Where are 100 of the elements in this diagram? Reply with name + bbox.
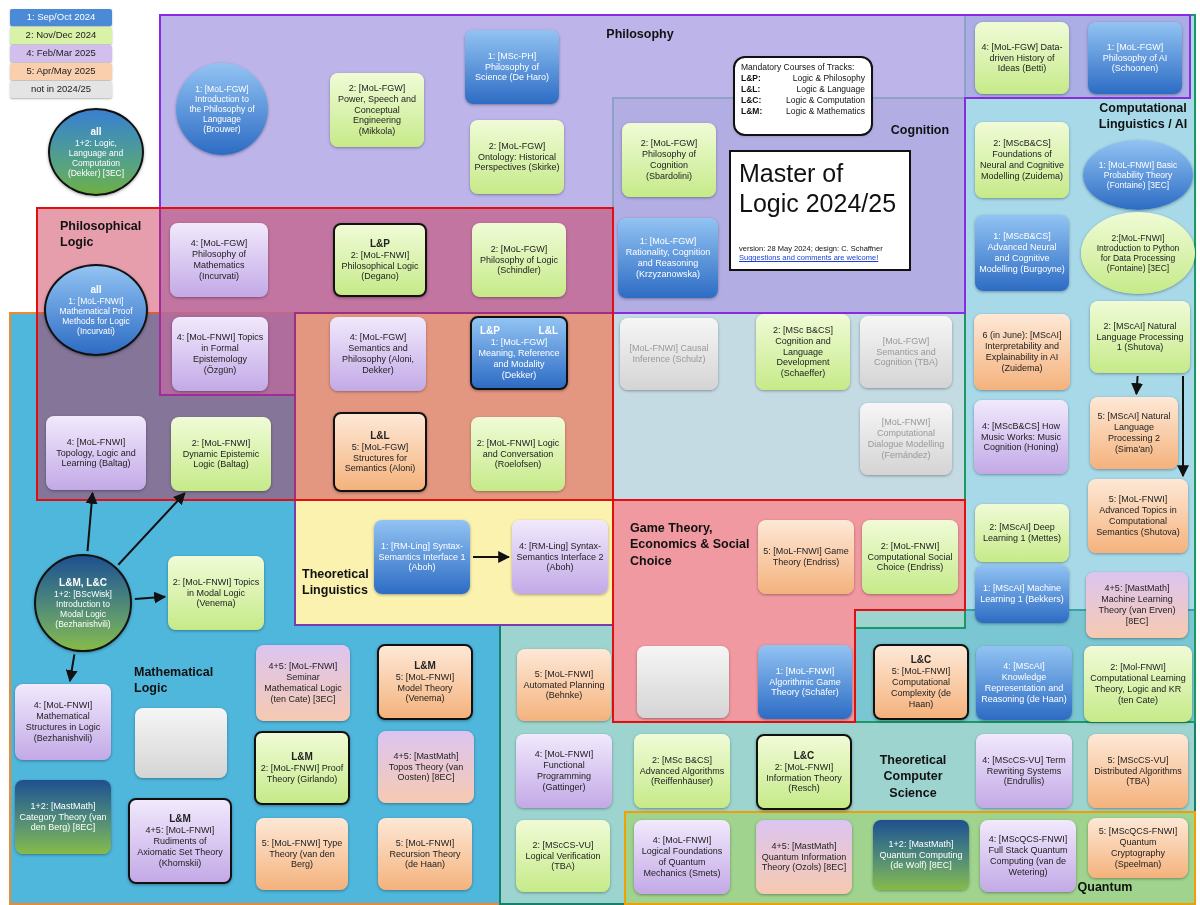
track-label: L&P (370, 237, 390, 250)
course-card (620, 318, 718, 390)
course-text: 1: [MoL-FGW] Introduction to the Philosophy of Language (Brouwer) (188, 83, 256, 135)
course-text: [MoL-FGW] Semantics and Cognition (TBA) (873, 335, 939, 369)
course-card (516, 820, 610, 892)
region-title: Mathematical Logic (134, 664, 215, 697)
course-card (758, 520, 854, 594)
course-text: 4: [MoL-FNWI] Topology, Logic and Learning (Baltag) (55, 436, 137, 470)
course-card (976, 646, 1072, 720)
course-card (128, 798, 232, 884)
course-text: 4+5: [MastMath] Machine Learning Theory (van Erven) [8EC] (1097, 583, 1177, 627)
course-card (135, 708, 227, 778)
course-card (15, 780, 111, 854)
course-text: 4: [MScB&CS] How Music Works: Music Cognition (Honing) (980, 420, 1062, 454)
course-text: 2: [MScAI] Deep Learning 1 (Mettes) (981, 522, 1062, 544)
course-text: 2: [MScCS-VU] Logical Verification (TBA) (524, 839, 602, 873)
arrow (117, 492, 186, 566)
course-text: 5: [MScAI] Natural Language Processing 2 (Sima'an) (1096, 411, 1172, 455)
course-card (517, 649, 611, 721)
track-label: all (90, 283, 102, 296)
track-label: all (90, 125, 102, 138)
course-text: 1: [MoL-FGW] Meaning, Reference and Modality (Dekker) (477, 337, 561, 381)
course-card (374, 520, 470, 594)
course-card (377, 644, 473, 720)
course-text: 4: [MoL-FNWI] Logical Foundations of Quantum Mechanics (Smets) (640, 835, 724, 879)
topic-region (613, 500, 965, 722)
course-card (634, 820, 730, 894)
course-text: 4: [RM-Ling] Syntax-Semantics Interface 2 (Aboh) (516, 540, 604, 574)
course-text: [MoL-FNWI] Causal Inference (Schulz) (628, 343, 710, 365)
track-label: L&P (480, 325, 500, 338)
course-text: 4: [MScQCS-FNWI] Full Stack Quantum Computing (van de Wetering) (987, 834, 1069, 878)
course-card (1090, 301, 1190, 373)
course-text: 1+2: [MastMath] Quantum Computing (de Wolf) [8EC] (878, 838, 964, 872)
course-text: 2: [Mol-FNWI] Computational Learning Theory, Logic and KR (ten Cate) (1089, 662, 1187, 706)
course-text: 2: [MoL-FGW] Philosophy of Cognition (Sbardolini) (639, 138, 699, 182)
course-text: 2: [MoL-FNWI] Computational Social Choice (Endriss) (866, 540, 954, 574)
course-text: 1: [MoL-FNWI] Algorithmic Game Theory (Schäfer) (768, 665, 842, 699)
course-text: 2: [MSc B&CS] Advanced Algorithms (Reiffenhäuser) (638, 754, 726, 788)
course-text: 1: [MoL-FGW] Philosophy of AI (Schoonen) (1101, 41, 1169, 75)
course-circle (48, 108, 144, 196)
track-name: Logic & Philosophy (791, 73, 865, 85)
course-text: 4+5: [MoL-FNWI] Seminar Mathematical Logic (ten Cate) [3EC] (263, 661, 343, 705)
course-text: 1: [MoL-FGW] Rationality, Cognition and Reasoning (Krzyzanowska) (624, 236, 712, 280)
course-text: 4: [MScAI] Knowledge Representation and Reasoning (de Haan) (980, 661, 1068, 705)
course-card (980, 820, 1076, 892)
course-text: 4: [MoL-FNWI] Topics in Formal Epistemology (Özgün) (176, 332, 264, 376)
course-card (333, 223, 427, 297)
course-card (860, 403, 952, 475)
region-title: Philosophical Logic (60, 218, 143, 251)
course-text: 5: [MoL-FNWI] Game Theory (Endriss) (762, 546, 850, 568)
arrow (133, 591, 167, 604)
course-card (860, 316, 952, 388)
track-label: L&L (370, 429, 390, 442)
course-text: 2: [MoL-FGW] Ontology: Historical Perspectives (Skirke) (474, 140, 560, 174)
topic-region (625, 812, 1195, 904)
course-card (756, 820, 852, 894)
region-title: Theoretical Linguistics (302, 566, 370, 599)
course-card (168, 556, 264, 630)
legend-text: 2: Nov/Dec 2024 (25, 28, 97, 43)
course-card (171, 417, 271, 491)
region-title: Theoretical Computer Science (878, 752, 948, 801)
course-text: 4+5: [MastMath] Topos Theory (van Oosten) [8EC] (387, 750, 465, 784)
course-text: 4: [MoL-FGW] Philosophy of Mathematics (Incurvati) (189, 238, 249, 282)
course-text: 4: [MoL-FGW] Semantics and Philosophy (Aloni, Dekker) (340, 332, 415, 376)
legend-text: 5: Apr/May 2025 (26, 64, 96, 79)
course-card (46, 416, 146, 490)
course-card (256, 818, 348, 890)
course-text: [MoL-FNWI] Computational Dialogue Modelling (Fernández) (866, 417, 946, 461)
arrow (1177, 375, 1189, 478)
course-card (378, 731, 474, 803)
course-card (378, 818, 472, 890)
course-card (1088, 734, 1188, 808)
course-text: 4: [MoL-FNWI] Functional Programming (Gattinger) (533, 749, 595, 793)
region-title: Cognition (889, 122, 951, 139)
course-text: 4: [MoL-FNWI] Mathematical Structures in Logic (Bezhanishvili) (24, 700, 102, 744)
arrow (472, 551, 511, 563)
course-card (974, 314, 1070, 390)
course-card (974, 400, 1068, 474)
course-card (470, 316, 568, 390)
course-text: 2:[MoL-FNWI] Introduction to Python for Data Processing (Fontaine) [3EC] (1095, 232, 1181, 274)
course-card (254, 731, 350, 805)
track-name: Logic & Mathematics (785, 106, 865, 118)
course-text: 1: [MoL-FNWI] Mathematical Proof Methods for Logic (Incurvati) (58, 295, 134, 337)
course-card (975, 22, 1069, 94)
track-code: L&L: (741, 84, 762, 96)
track-label: L&C (793, 749, 815, 762)
region-title: Computational Linguistics / AI (1097, 100, 1189, 133)
track-label: L&M (169, 813, 191, 826)
legend-text: not in 2024/25 (30, 82, 92, 97)
course-text: 5: [MoL-FNWI] Type Theory (van den Berg) (260, 837, 344, 871)
course-card (330, 73, 424, 147)
track-code: L&C: (741, 95, 763, 107)
course-card (1088, 22, 1182, 94)
track-label: L&C (910, 654, 932, 667)
course-card (170, 223, 268, 297)
arrow (1131, 375, 1144, 396)
track-code: L&P: (741, 73, 762, 85)
course-card (622, 123, 716, 197)
course-card (1088, 479, 1188, 553)
course-text: 1+2: Logic, Language and Computation (Dekker) [3EC] (66, 137, 126, 179)
